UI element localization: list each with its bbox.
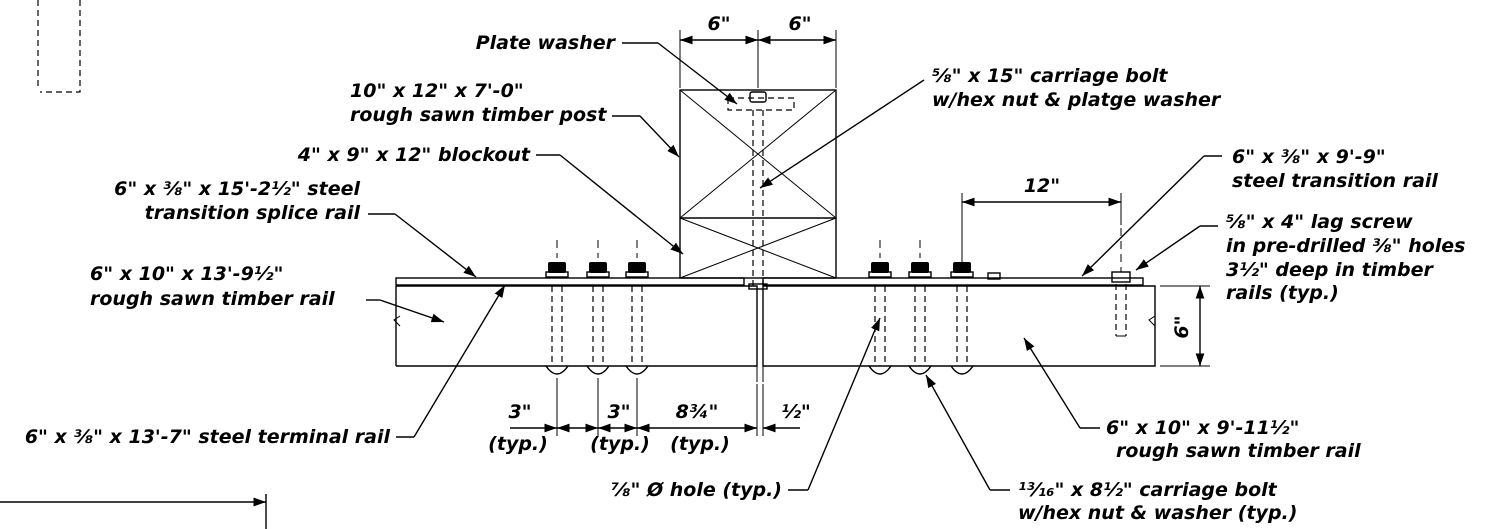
- label-splice-rail-line2: transition splice rail: [145, 202, 361, 224]
- carriage-bolt: [625, 240, 649, 375]
- timber-rail-right: [762, 285, 1156, 367]
- dim-post-right: 6": [788, 13, 811, 35]
- rail-height-dimension: 6": [1160, 285, 1210, 367]
- partial-dimension-line: [0, 494, 267, 529]
- dim-gap: ½": [781, 401, 811, 423]
- label-timber-rail-right-line2: rough sawn timber rail: [1116, 440, 1361, 462]
- carriage-bolt: [908, 240, 932, 375]
- label-hole: ⅞" Ø hole (typ.): [611, 479, 782, 501]
- label-carriage-bolt-line2: w/hex nut & platge washer: [932, 89, 1222, 111]
- steel-splice-rail: [395, 277, 745, 286]
- label-lag-screw-line2: in pre-drilled ⅜" holes: [1226, 235, 1465, 257]
- dim-spacing-c: 8¾": [676, 401, 719, 423]
- timber-rail-left: [393, 285, 758, 367]
- carriage-bolt: [950, 240, 974, 375]
- label-timber-rail-left-line1: 6" x 10" x 13'-9½": [90, 263, 283, 285]
- steel-transition-rail: [762, 272, 1144, 286]
- label-timber-rail-right-line1: 6" x 10" x 9'-11½": [1106, 417, 1299, 439]
- label-lag-screw-line4: rails (typ.): [1226, 282, 1339, 304]
- dim-spacing-c-note: (typ.): [670, 433, 730, 455]
- label-small-bolt-line2: w/hex nut & washer (typ.): [1018, 502, 1297, 524]
- label-small-bolt-line1: ¹³⁄₁₆" x 8½" carriage bolt: [1018, 479, 1278, 501]
- lag-screw: [1111, 228, 1131, 337]
- dim-spacing-a: 3": [508, 401, 531, 423]
- label-lag-screw-line3: 3½" deep in timber: [1226, 259, 1435, 281]
- label-terminal-rail: 6" x ⅜" x 13'-7" steel terminal rail: [25, 426, 391, 448]
- post-width-dimension: 6" 6": [679, 13, 837, 88]
- dim-spacing-b-note: (typ.): [590, 433, 650, 455]
- carriage-bolts: [545, 240, 974, 375]
- label-lag-screw-line1: ⅝" x 4" lag screw: [1226, 211, 1413, 233]
- dim-spacing-a-note: (typ.): [488, 433, 548, 455]
- label-post-line1: 10" x 12" x 7'-0": [350, 80, 524, 102]
- bolt-spacing-dimensions: 3" (typ.) 3" (typ.) 8¾" (typ.) ½": [488, 378, 811, 455]
- label-blockout: 4" x 9" x 12" blockout: [297, 144, 531, 166]
- dim-spacing-b: 3": [607, 401, 630, 423]
- carriage-bolt: [868, 240, 892, 375]
- long-carriage-bolt: [727, 91, 795, 290]
- label-splice-rail-line1: 6" x ⅜" x 15'-2½" steel: [114, 178, 360, 200]
- label-transition-rail-line2: steel transition rail: [1232, 170, 1438, 192]
- leader-lines: [366, 42, 1222, 491]
- carriage-bolt: [586, 240, 610, 375]
- label-timber-rail-left-line2: rough sawn timber rail: [90, 288, 335, 310]
- label-transition-rail-line1: 6" x ⅜" x 9'-9": [1232, 146, 1386, 168]
- carriage-bolt: [545, 240, 569, 375]
- dim-rail-height: 6": [1171, 315, 1193, 338]
- label-plate-washer: Plate washer: [476, 32, 617, 54]
- label-carriage-bolt-line1: ⅝" x 15" carriage bolt: [932, 65, 1168, 87]
- callout-labels: Plate washer 10" x 12" x 7'-0" rough saw…: [25, 32, 1466, 524]
- timber-post: [679, 89, 837, 279]
- label-post-line2: rough sawn timber post: [350, 104, 607, 126]
- dashed-frame-fragment: [37, 0, 81, 93]
- dim-post-left: 6": [707, 13, 730, 35]
- dim-lag-spacing: 12": [1024, 175, 1060, 197]
- lag-spacing-dimension: 12": [961, 175, 1122, 262]
